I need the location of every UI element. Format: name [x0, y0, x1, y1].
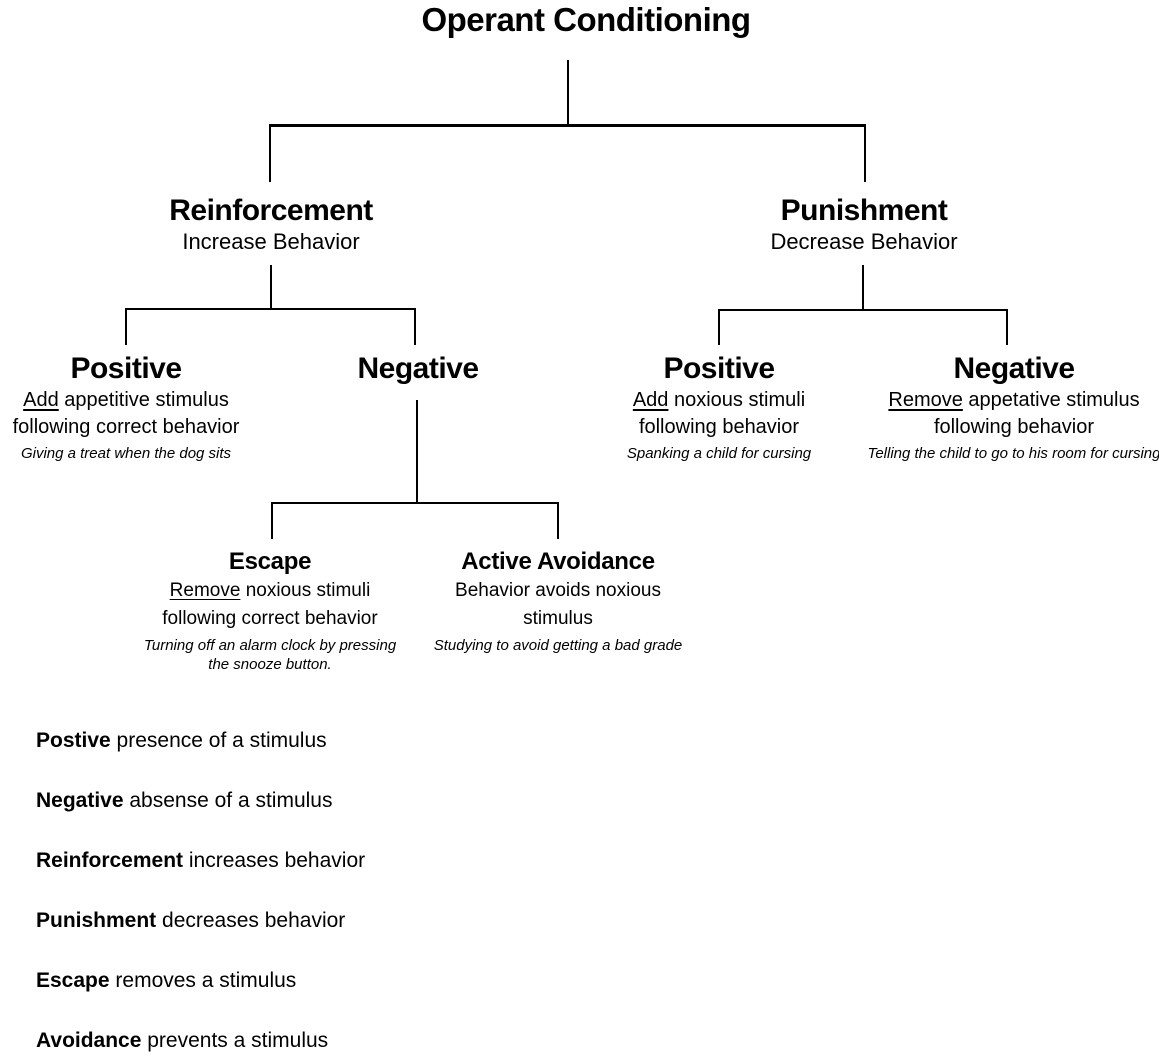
glossary-item-reinforcement: Reinforcement increases behavior [36, 848, 365, 874]
active-avoidance-example: Studying to avoid getting a bad grade [433, 637, 683, 654]
positive-reinforcement-underlined-word: Add [23, 389, 59, 411]
connector-negative-drop-right [557, 504, 559, 539]
reinforcement-subtitle: Increase Behavior [182, 229, 360, 254]
node-escape: Escape Remove noxious stimuli following … [125, 547, 415, 674]
punishment-subtitle: Decrease Behavior [770, 229, 958, 254]
connector-negative-bar [271, 502, 559, 504]
glossary-term: Punishment [36, 909, 157, 932]
node-reinforcement: Reinforcement Increase Behavior [121, 193, 421, 255]
connector-negative-stem [416, 400, 418, 504]
connector-root-drop-left [269, 126, 271, 182]
escape-label: Escape [228, 548, 312, 575]
node-active-avoidance: Active Avoidance Behavior avoids noxious… [413, 547, 703, 655]
connector-root-bar [269, 124, 866, 127]
escape-line1-rest: noxious stimuli [240, 580, 371, 601]
connector-punishment-drop-left [718, 311, 720, 345]
reinforcement-label: Reinforcement [169, 194, 373, 227]
node-punishment: Punishment Decrease Behavior [714, 193, 1014, 255]
positive-punishment-line2: following behavior [638, 416, 800, 438]
connector-root-stem [567, 60, 569, 125]
negative-punishment-underlined-word: Remove [888, 389, 963, 411]
node-negative-reinforcement: Negative [283, 351, 553, 387]
positive-punishment-label: Positive [663, 352, 775, 385]
punishment-label: Punishment [780, 194, 948, 227]
connector-negative-drop-left [271, 504, 273, 539]
negative-punishment-line1: Remove appetative stimulus [862, 387, 1159, 414]
connector-root-drop-right [864, 126, 866, 182]
connector-punishment-bar [718, 309, 1008, 311]
glossary-term: Reinforcement [36, 849, 184, 872]
negative-punishment-line1-rest: appetative stimulus [962, 389, 1140, 411]
glossary-definition: absense of a stimulus [123, 789, 333, 812]
diagram-title: Operant Conditioning [421, 1, 751, 38]
positive-punishment-line1: Add noxious stimuli [584, 387, 854, 414]
active-avoidance-label: Active Avoidance [461, 548, 655, 575]
glossary-item-punishment: Punishment decreases behavior [36, 908, 345, 934]
glossary-definition: increases behavior [183, 849, 366, 872]
positive-reinforcement-line1-rest: appetitive stimulus [58, 389, 229, 411]
connector-punishment-stem [862, 265, 864, 311]
connector-reinforcement-drop-right [414, 310, 416, 345]
glossary-definition: presence of a stimulus [110, 729, 327, 752]
glossary-definition: removes a stimulus [109, 969, 297, 992]
active-avoidance-line1: Behavior avoids noxious [455, 580, 661, 601]
node-negative-punishment: Negative Remove appetative stimulus foll… [862, 351, 1159, 463]
positive-punishment-underlined-word: Add [632, 389, 669, 411]
escape-example-line2: the snooze button. [208, 656, 332, 673]
escape-example-line1: Turning off an alarm clock by pressing [143, 637, 397, 654]
connector-reinforcement-stem [270, 265, 272, 310]
negative-punishment-example: Telling the child to go to his room for … [867, 445, 1159, 462]
positive-reinforcement-example: Giving a treat when the dog sits [20, 445, 232, 462]
glossary-term: Avoidance [36, 1029, 142, 1052]
positive-reinforcement-line2: following correct behavior [12, 416, 240, 438]
escape-line2: following correct behavior [162, 608, 378, 629]
glossary-item-avoidance: Avoidance prevents a stimulus [36, 1028, 328, 1054]
active-avoidance-line2: stimulus [523, 608, 593, 629]
positive-reinforcement-line1: Add appetitive stimulus [0, 387, 262, 414]
escape-underlined-word: Remove [169, 580, 241, 601]
glossary-item-positive: Postive presence of a stimulus [36, 728, 327, 754]
escape-line1: Remove noxious stimuli [125, 577, 415, 605]
glossary-definition: prevents a stimulus [141, 1029, 329, 1052]
negative-punishment-line2: following behavior [933, 416, 1095, 438]
connector-reinforcement-bar [125, 308, 416, 310]
negative-reinforcement-label: Negative [357, 352, 479, 385]
positive-reinforcement-label: Positive [70, 352, 182, 385]
connector-reinforcement-drop-left [125, 310, 127, 345]
glossary-term: Postive [36, 729, 111, 752]
node-positive-reinforcement: Positive Add appetitive stimulus followi… [0, 351, 262, 463]
positive-punishment-line1-rest: noxious stimuli [668, 389, 806, 411]
glossary-term: Escape [36, 969, 110, 992]
glossary-definition: decreases behavior [156, 909, 346, 932]
glossary-term: Negative [36, 789, 124, 812]
node-positive-punishment: Positive Add noxious stimuli following b… [584, 351, 854, 463]
connector-punishment-drop-right [1006, 311, 1008, 345]
glossary-item-escape: Escape removes a stimulus [36, 968, 296, 994]
glossary-item-negative: Negative absense of a stimulus [36, 788, 333, 814]
negative-punishment-label: Negative [953, 352, 1075, 385]
positive-punishment-example: Spanking a child for cursing [626, 445, 812, 462]
